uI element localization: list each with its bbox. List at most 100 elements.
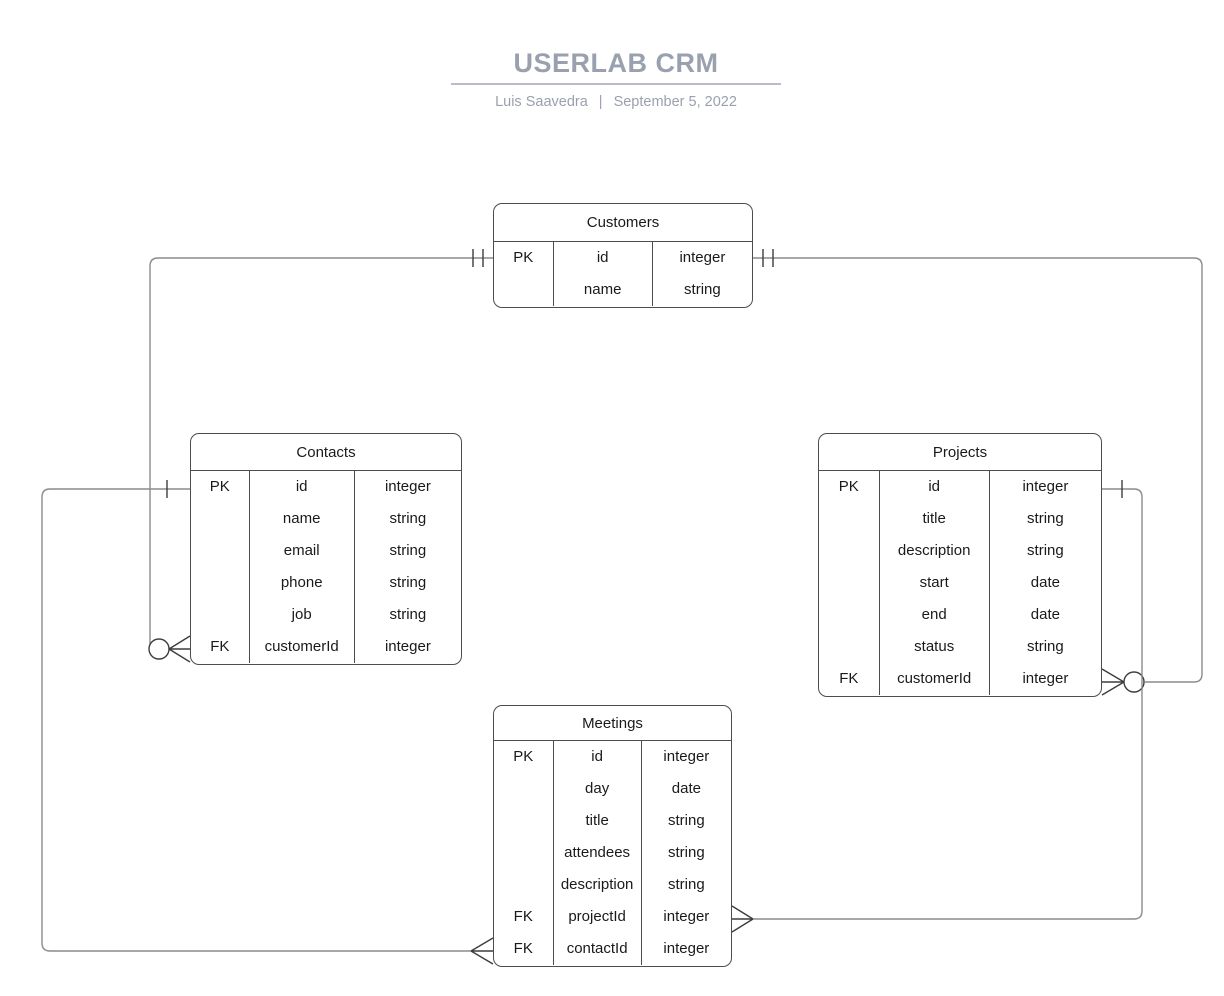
field-cell: name xyxy=(583,281,622,299)
field-cell: title xyxy=(922,510,946,528)
diagram-subtitle: Luis Saavedra | September 5, 2022 xyxy=(495,94,737,110)
field-cell: id xyxy=(596,249,609,266)
field-cell: status xyxy=(914,638,955,656)
entity-title: Projects xyxy=(819,434,1101,471)
entity-title: Customers xyxy=(494,204,752,242)
key-cell: PK xyxy=(513,249,534,266)
type-cell: string xyxy=(389,574,427,592)
key-cell xyxy=(494,869,553,901)
field-cell: customerId xyxy=(264,638,339,656)
entity-title: Contacts xyxy=(191,434,461,471)
key-cell xyxy=(191,599,249,631)
one-and-only-one-marker xyxy=(472,249,484,267)
key-cell xyxy=(819,567,879,599)
diagram-title: USERLAB CRM xyxy=(513,48,719,78)
zero-marker xyxy=(148,638,170,660)
type-cell: integer xyxy=(663,940,710,958)
key-cell: PK xyxy=(513,748,534,765)
zero-marker xyxy=(1123,671,1145,693)
relationship-line[interactable] xyxy=(753,488,1143,920)
type-cell: date xyxy=(1030,606,1060,624)
field-cell: description xyxy=(560,876,634,894)
type-cell: integer xyxy=(679,249,726,266)
key-cell xyxy=(819,631,879,663)
type-cell: string xyxy=(668,876,705,894)
key-cell xyxy=(819,503,879,535)
entity-title: Meetings xyxy=(494,706,731,741)
author-label: Luis Saavedra xyxy=(495,94,588,110)
entity-column-type: integer string string date date string integer xyxy=(990,471,1101,695)
key-cell: FK xyxy=(513,940,533,958)
many-marker xyxy=(1101,668,1125,696)
field-cell: end xyxy=(921,606,947,624)
field-cell: id xyxy=(295,478,308,495)
key-cell xyxy=(494,274,553,306)
field-cell: start xyxy=(919,574,949,592)
relationship-contacts-meetings[interactable] xyxy=(41,480,494,965)
field-cell: customerId xyxy=(897,670,972,688)
key-cell: FK xyxy=(839,670,859,688)
field-cell: title xyxy=(585,812,609,830)
field-cell: id xyxy=(591,748,603,765)
type-cell: integer xyxy=(663,908,710,926)
many-marker xyxy=(168,635,191,663)
relationship-line[interactable] xyxy=(753,257,1203,683)
type-cell: string xyxy=(389,542,427,560)
field-cell: email xyxy=(283,542,320,560)
field-cell: id xyxy=(928,478,941,495)
relationship-line[interactable] xyxy=(41,488,471,952)
type-cell: integer xyxy=(663,748,710,765)
type-cell: string xyxy=(1027,542,1064,560)
key-cell xyxy=(819,535,879,567)
field-cell: description xyxy=(897,542,971,560)
type-cell: date xyxy=(671,780,701,798)
title-divider xyxy=(451,83,781,85)
key-cell xyxy=(494,805,553,837)
type-cell: integer xyxy=(1022,670,1069,688)
relationship-line[interactable] xyxy=(149,257,493,648)
field-cell: contactId xyxy=(566,940,628,958)
type-cell: date xyxy=(1030,574,1060,592)
type-cell: integer xyxy=(1022,478,1069,495)
type-cell: string xyxy=(684,281,721,299)
field-cell: job xyxy=(291,606,312,624)
type-cell: integer xyxy=(384,638,431,656)
type-cell: string xyxy=(668,812,705,830)
relationship-customers-projects[interactable] xyxy=(753,249,1203,696)
many-marker xyxy=(470,937,494,965)
entity-column-field: id name xyxy=(554,242,653,307)
title-block: USERLAB CRM Luis Saavedra | September 5,… xyxy=(446,48,786,111)
key-cell: FK xyxy=(210,638,230,656)
entity-column-field: id title description start end status customer… xyxy=(880,471,990,696)
key-cell: PK xyxy=(838,478,859,495)
key-cell xyxy=(819,599,879,631)
many-marker xyxy=(731,905,754,933)
key-cell xyxy=(191,535,249,567)
relationship-customers-contacts[interactable] xyxy=(148,249,493,663)
key-cell: PK xyxy=(209,478,230,495)
key-cell xyxy=(494,837,553,869)
entity-column-key: PK FK xyxy=(819,471,880,696)
field-cell: projectId xyxy=(568,908,626,926)
entity-column-key: PK FK FK xyxy=(494,741,554,966)
field-cell: name xyxy=(282,510,321,528)
field-cell: attendees xyxy=(564,844,631,862)
key-cell: FK xyxy=(513,908,533,926)
type-cell: string xyxy=(1027,638,1064,656)
field-cell: phone xyxy=(280,574,323,592)
subtitle-separator: | xyxy=(598,94,603,110)
key-cell xyxy=(191,567,249,599)
type-cell: string xyxy=(389,510,427,528)
type-cell: string xyxy=(1027,510,1064,528)
entity-column-field: id name email phone job customerId xyxy=(250,471,355,664)
relationship-projects-meetings[interactable] xyxy=(731,480,1143,933)
type-cell: integer xyxy=(384,478,431,495)
